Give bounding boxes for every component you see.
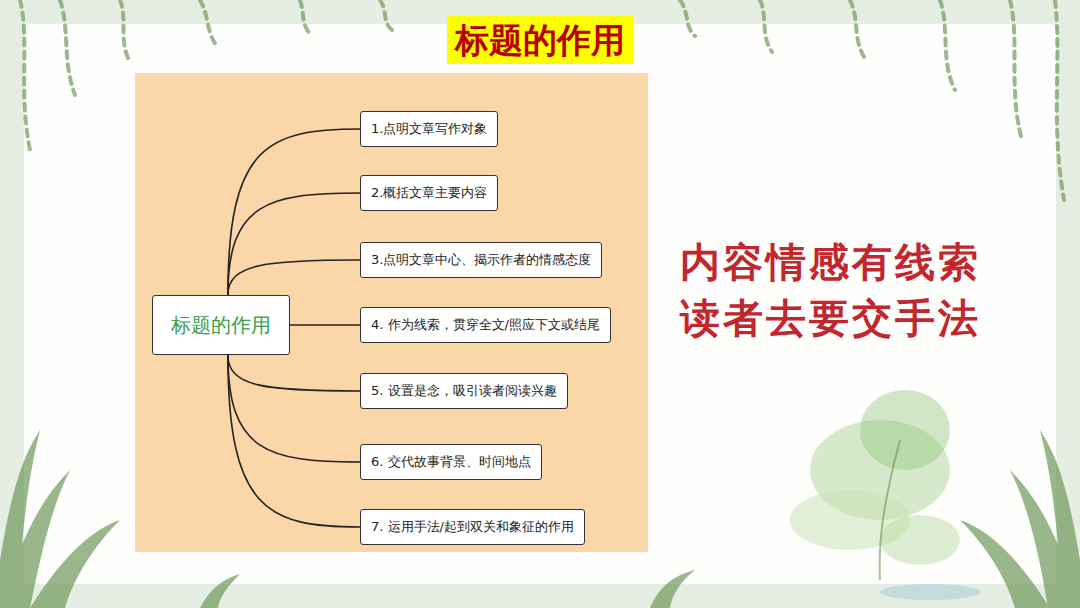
branch-connector <box>228 355 360 462</box>
node-text: 5. 设置是念，吸引读者阅读兴趣 <box>371 382 557 400</box>
node-text: 1.点明文章写作对象 <box>371 120 487 138</box>
node-text: 7. 运用手法/起到双关和象征的作用 <box>371 518 574 536</box>
branch-connector <box>228 355 360 527</box>
branch-topic-box: 5. 设置是念，吸引读者阅读兴趣 <box>360 373 568 409</box>
mnemonic-text: 读者去要交手法 <box>680 292 981 344</box>
node-text: 4. 作为线索，贯穿全文/照应下文或结尾 <box>371 316 600 334</box>
branch-connector <box>228 193 360 295</box>
branch-topic-box: 4. 作为线索，贯穿全文/照应下文或结尾 <box>360 307 611 343</box>
branch-connector <box>228 260 360 295</box>
slide-title: 标题的作用 <box>447 16 633 64</box>
root-topic-box: 标题的作用 <box>152 295 290 355</box>
branch-topic-box: 3.点明文章中心、揭示作者的情感态度 <box>360 242 602 278</box>
watercolor-plant <box>790 390 980 600</box>
branch-connector <box>228 355 360 391</box>
branch-topic-box: 7. 运用手法/起到双关和象征的作用 <box>360 509 585 545</box>
branch-topic-box: 6. 交代故事背景、时间地点 <box>360 444 542 480</box>
node-text: 2.概括文章主要内容 <box>371 184 487 202</box>
mnemonic-text: 内容情感有线索 <box>680 236 981 288</box>
white-panel <box>24 24 1056 584</box>
node-text: 6. 交代故事背景、时间地点 <box>371 453 531 471</box>
branch-connector <box>228 129 360 295</box>
node-text: 3.点明文章中心、揭示作者的情感态度 <box>371 251 591 269</box>
branch-topic-box: 2.概括文章主要内容 <box>360 175 498 211</box>
node-text: 标题的作用 <box>171 312 271 338</box>
branch-topic-box: 1.点明文章写作对象 <box>360 111 498 147</box>
branch-connector <box>290 324 360 326</box>
